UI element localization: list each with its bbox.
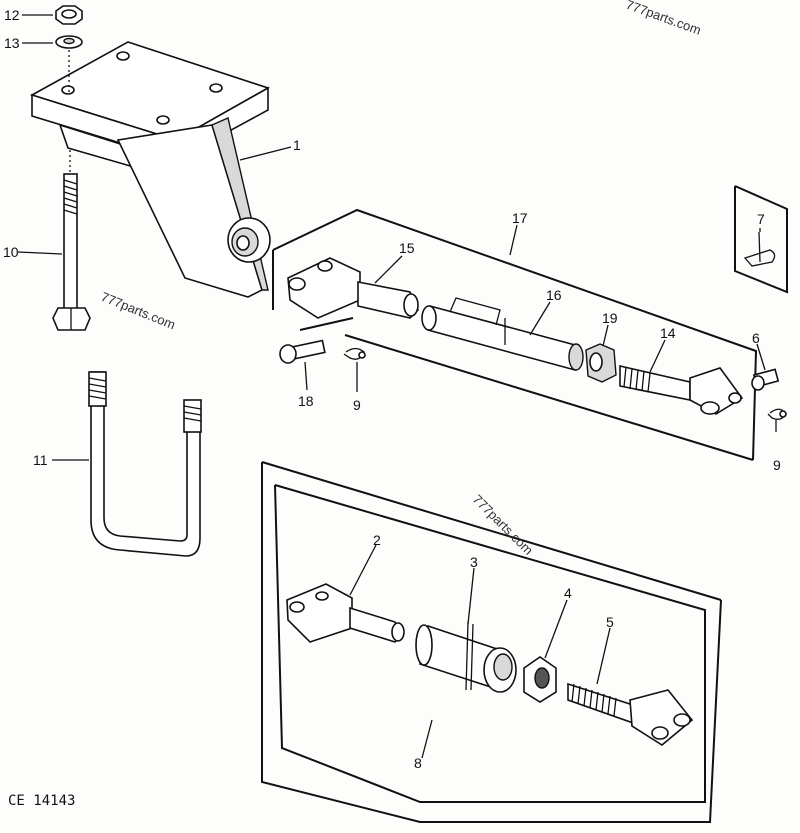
pin-10 [279,339,326,364]
callout-4: 4 [564,585,572,601]
callout-5: 5 [606,614,614,630]
sleeve-3 [415,621,517,693]
callout-14: 13 [4,35,20,51]
bolt-11 [52,150,91,331]
callout-3: 3 [470,554,478,570]
watermark-center: 777parts.com [470,492,536,558]
callout-11: 10 [3,244,19,260]
pin-6 [751,368,780,391]
callout-6: 6 [752,330,760,346]
watermark-left: 777parts.com [99,289,178,332]
callout-8: 8 [414,755,422,771]
threaded-clevis-15 [619,364,744,415]
part-7-frame [734,185,788,294]
callout-12: 11 [33,452,48,468]
callout-13: 12 [4,7,20,23]
washer-14 [55,35,83,92]
callout-18: 17 [512,210,528,226]
clip-9-right [767,408,787,420]
leader-lines [17,14,777,759]
callout-1: 1 [293,137,301,153]
threaded-clevis-5 [567,682,694,746]
watermark-top: 777parts.com [624,0,703,38]
clevis-2 [286,583,405,643]
mounting-bracket [29,41,271,298]
callout-19: 19 [602,310,618,326]
nut-13 [55,5,83,25]
drawing-code: CE 14143 [8,793,75,809]
assembly-18-frame [272,208,758,461]
callout-labels: 12 13 1 10 11 17 15 16 19 14 6 9 7 18 9 … [3,7,781,771]
clip-9-left [343,347,366,360]
callout-2: 2 [373,532,381,548]
callout-7: 7 [757,211,765,227]
callout-9-right: 9 [773,457,781,473]
callout-9-left: 9 [353,397,361,413]
callout-17: 16 [546,287,562,303]
callout-10: 18 [298,393,314,409]
clevis-16 [287,257,419,319]
callout-15: 14 [660,325,676,341]
nut-4 [523,656,557,703]
assembly-8-frame [261,461,722,823]
callout-16: 15 [399,240,415,256]
tube-17 [421,297,584,372]
u-bolt-12 [88,371,202,557]
nut-19 [585,343,617,383]
